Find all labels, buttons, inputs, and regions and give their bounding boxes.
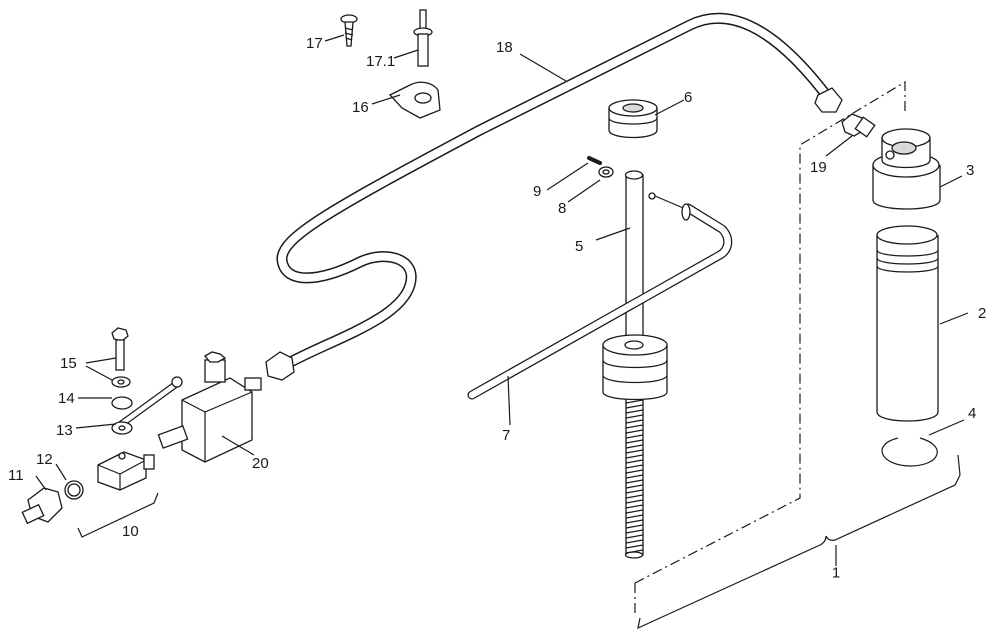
- callout-labels: 1 2 3 4 5 6 7 8 9 10 11 12 13 14 15 16 1…: [8, 35, 986, 581]
- leader-lines: [35, 34, 969, 566]
- thread-line: [625, 459, 644, 464]
- washer-14: [111, 376, 131, 388]
- lever-13: [111, 376, 183, 435]
- thread-line: [625, 439, 644, 444]
- thread-line: [625, 444, 644, 449]
- thread-line: [625, 414, 644, 419]
- nipple-19: [841, 113, 876, 138]
- callout-18: 18: [496, 39, 513, 56]
- thread-line: [625, 424, 644, 429]
- piston-block: [602, 334, 668, 401]
- thread-line: [625, 499, 644, 504]
- callout-8: 8: [558, 200, 566, 217]
- callout-5: 5: [575, 238, 583, 255]
- callout-7: 7: [502, 427, 510, 444]
- callout-20: 20: [252, 455, 269, 472]
- callout-11: 11: [8, 467, 24, 484]
- thread-line: [625, 484, 644, 489]
- pin-9: [587, 156, 602, 165]
- thread-line: [625, 399, 644, 404]
- callout-16: 16: [352, 99, 369, 116]
- thread-line: [625, 429, 644, 434]
- callout-17-1: 17.1: [366, 53, 395, 70]
- thread-line: [625, 404, 644, 409]
- fitting-10: [97, 451, 155, 491]
- thread-line: [625, 469, 644, 474]
- thread-line: [625, 514, 644, 519]
- thread-line: [625, 434, 644, 439]
- callout-13: 13: [56, 422, 73, 439]
- bracket-group-10: [77, 492, 159, 538]
- bracket-assembly-1: [637, 454, 961, 630]
- callout-6: 6: [684, 89, 692, 106]
- thread-line: [625, 534, 644, 539]
- thread-line: [625, 409, 644, 414]
- callout-4: 4: [968, 405, 976, 422]
- callout-9: 9: [533, 183, 541, 200]
- hose-18: [265, 12, 843, 381]
- thread-line: [625, 464, 644, 469]
- thread-line: [625, 539, 644, 544]
- thread-line: [625, 519, 644, 524]
- thread-line: [625, 494, 644, 499]
- cylinder-cap-3: [872, 128, 941, 210]
- washer-8: [598, 166, 614, 178]
- callout-17: 17: [306, 35, 323, 52]
- thread-line: [625, 419, 644, 424]
- thread-line: [625, 474, 644, 479]
- callout-3: 3: [966, 162, 974, 179]
- assembly-frame-dashed: [634, 80, 906, 615]
- thread-line: [625, 509, 644, 514]
- bent-rod-7: [467, 192, 733, 400]
- thread-line: [625, 454, 644, 459]
- nut-6: [608, 99, 658, 139]
- clamp-16: [388, 81, 441, 119]
- callout-15: 15: [60, 355, 77, 372]
- thread-line: [625, 524, 644, 529]
- callout-1: 1: [832, 564, 840, 581]
- screw-17: [340, 14, 358, 47]
- callout-10: 10: [122, 523, 139, 540]
- valve-block-20: [157, 351, 262, 463]
- callout-2: 2: [978, 305, 986, 322]
- thread-line: [625, 529, 644, 534]
- seal-ring-12: [64, 480, 84, 500]
- snap-ring-4: [881, 437, 938, 467]
- rivet-17-1: [413, 9, 433, 67]
- thread-line: [625, 479, 644, 484]
- bolt-15: [111, 327, 129, 371]
- thread-line: [625, 504, 644, 509]
- thread-line: [625, 489, 644, 494]
- cylinder-tube-2: [876, 225, 939, 422]
- thread-line: [625, 449, 644, 454]
- callout-14: 14: [58, 390, 75, 407]
- callout-19: 19: [810, 159, 827, 176]
- thread-line: [625, 544, 644, 549]
- callout-12: 12: [36, 451, 53, 468]
- adapter-11: [21, 487, 63, 525]
